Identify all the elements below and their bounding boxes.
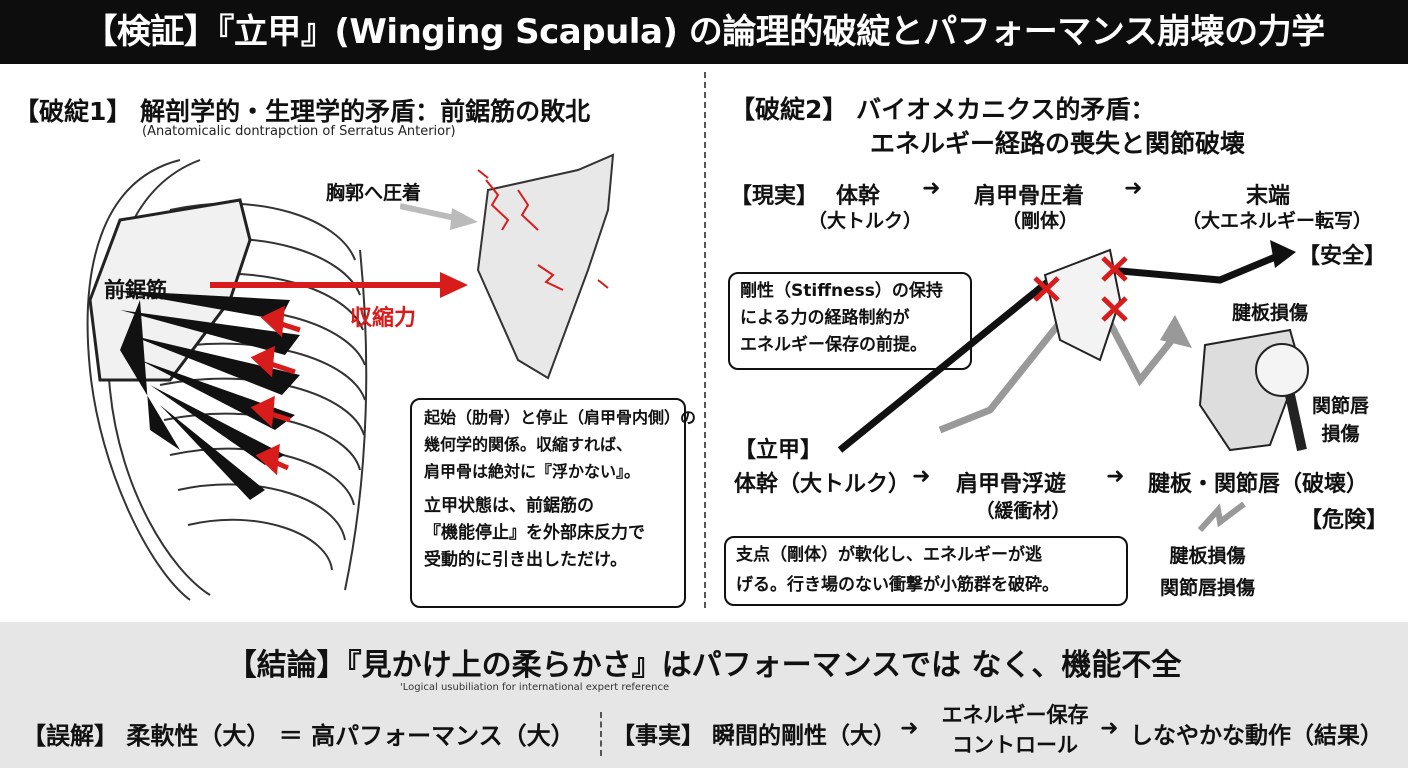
left-subheading: (Anatomicalic dontrapction of Serratus A… [142,124,456,139]
conclusion-title: 【結論】『見かけ上の柔らかさ』はパフォーマンスでは なく、機能不全 [226,648,1182,683]
bottom-injury-labels: 腱板損傷 関節唇損傷 [1160,540,1255,604]
injury-line: 関節唇損傷 [1160,577,1256,599]
reality-item2: 肩甲骨圧着 [974,184,1085,209]
fulcrum-callout-box [724,536,1128,606]
safe-tag: 【安全】 [1298,244,1387,269]
reality-item3-sub: （大エネルギー転写） [1181,210,1372,232]
callout-line: による力の経路制約が [740,308,910,328]
callout-line: 受動的に引き出しただけ。 [424,550,628,570]
winging-tag: 【立甲】 [734,438,823,463]
winging-item2: 肩甲骨浮遊 [956,472,1067,497]
callout-line: 幾何学的関係。収縮すれば、 [424,435,633,454]
ribcage-illustration [86,159,368,601]
callout-line: 立甲状態は、前鋸筋の [424,496,594,516]
scapula-outline [1043,248,1122,362]
page-title: 【検証】『立甲』(Winging Scapula) の論理的破綻とパフォーマンス… [83,12,1325,52]
callout-line: 肩甲骨は絶対に『浮かない』。 [424,462,641,481]
fact-mid-line: コントロール [952,733,1078,757]
compress-label: 胸郭へ圧着 [326,182,422,204]
left-callout-box [410,398,686,608]
misconception-text: 【誤解】 柔軟性（大） ＝ 高パフォーマンス（大） [22,722,575,750]
right-heading-line1: 【破綻2】 バイオメカニクス的矛盾： [730,95,1156,124]
reality-tag: 【現実】 [730,184,819,209]
danger-tag: 【危険】 [1300,508,1389,533]
reality-item1: 体幹 [836,184,881,209]
reality-item1-sub: （大トルク） [807,210,922,232]
fulcrum-callout-text: 支点（剛体）が軟化し、エネルギーが逃 げる。行き場のない衝撃が小筋群を破砕。 [736,540,1059,600]
stiffness-callout-text: 剛性（Stiffness）の保持 による力の経路制約が エネルギー保存の前提。 [740,278,943,359]
winging-item2-sub: （緩衝材） [975,500,1071,522]
contraction-label: 収縮力 [350,306,417,331]
compress-arrow [400,203,478,230]
energy-path-graph [837,240,1296,453]
left-heading: 【破綻1】 解剖学的・生理学的矛盾：前鋸筋の敗北 [14,97,591,126]
left-callout-text: 起始（肋骨）と停止（肩甲骨内側）の 幾何学的関係。収縮すれば、 肩甲骨は絶対に『… [424,404,696,574]
fact-prefix: 【事実】 瞬間的剛性（大） [612,723,897,749]
injury-line: 腱板損傷 [1169,545,1246,567]
labrum-line: 関節唇 [1312,395,1370,417]
section-divider [704,72,706,608]
winging-item1: 体幹（大トルク） [734,472,911,497]
serratus-muscle [110,290,300,500]
callout-line: げる。行き場のない衝撃が小筋群を破砕。 [736,575,1059,595]
reality-item2-sub: （剛体） [1001,210,1078,232]
fact-mid-line: エネルギー保存 [941,703,1089,727]
arrow-right-icon: ➜ [922,176,941,201]
contraction-arrow [210,272,468,298]
conclusion-band [0,622,1408,768]
labrum-injury-label: 関節唇 損傷 [1312,392,1369,448]
arrow-right-icon: ➜ [900,716,919,741]
lightning-icon [1198,501,1246,533]
bottom-divider [600,712,602,756]
labrum-line: 損傷 [1321,423,1360,445]
title-bar [0,0,1408,64]
callout-line: 起始（肋骨）と停止（肩甲骨内側）の [424,408,697,427]
shoulder-joint-illustration [1198,328,1309,452]
callout-line: 剛性（Stiffness）の保持 [740,281,943,301]
reality-item3: 末端 [1246,184,1291,209]
fact-mid: エネルギー保存 コントロール [930,700,1100,760]
stiffness-callout-box [728,272,972,370]
conclusion-note: 'Logical usubiliation for international … [400,682,670,693]
fact-suffix: しなやかな動作（結果） [1130,723,1383,749]
callout-line: エネルギー保存の前提。 [740,335,927,355]
callout-line: 支点（剛体）が軟化し、エネルギーが逃 [736,545,1042,565]
arrow-right-icon: ➜ [1106,464,1125,489]
arrow-right-icon: ➜ [912,464,931,489]
scapula-detail-illustration [476,153,615,380]
cross-marks [1033,256,1128,322]
winging-item3: 腱板・関節唇（破壊） [1148,472,1369,497]
crack-marks [477,169,609,291]
callout-line: 『機能停止』を外部床反力で [424,523,645,543]
arrow-right-icon: ➜ [1124,176,1143,201]
red-arrows [250,305,301,476]
serratus-label: 前鋸筋 [104,278,167,302]
right-heading-line2: エネルギー経路の喪失と関節破壊 [870,129,1246,158]
arrow-right-icon: ➜ [1100,716,1119,741]
tendon-injury-label: 腱板損傷 [1232,302,1309,324]
